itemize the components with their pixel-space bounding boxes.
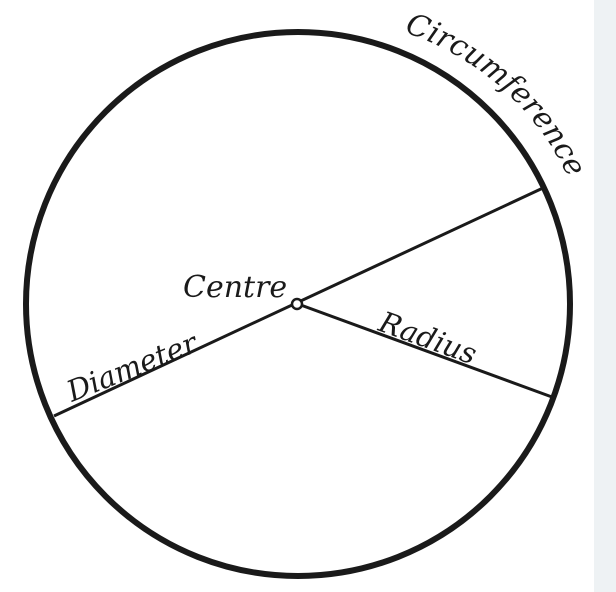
circumference-circle xyxy=(23,29,573,579)
radius-label: Radius xyxy=(374,304,482,371)
centre-label: Centre xyxy=(183,270,287,305)
diameter-label: Diameter xyxy=(61,325,204,409)
radius-line xyxy=(297,302,553,399)
circumference-label: Circumference xyxy=(401,6,593,181)
centre-point xyxy=(290,297,304,311)
right-edge-strip xyxy=(594,0,616,592)
circumference-label-text: Circumference xyxy=(401,6,593,181)
